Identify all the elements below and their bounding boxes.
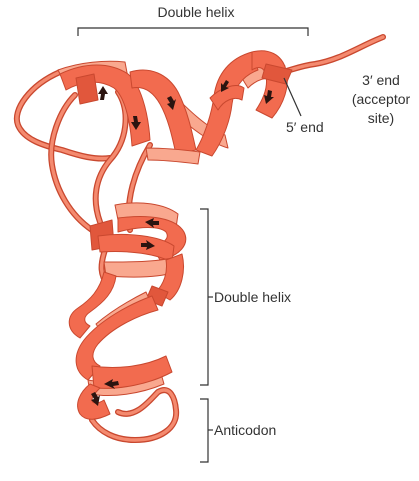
top-helix-annotation: Double helix (77, 4, 309, 36)
middle-helix-arrows (141, 218, 159, 250)
five-prime-annotation: 5′ end (283, 77, 324, 135)
five-prime-label: 5′ end (286, 119, 324, 135)
middle-helix-bracket (200, 208, 209, 386)
top-helix-arrows (98, 80, 274, 130)
top-helix-bracket (77, 27, 309, 36)
anticodon-stem-arrows (91, 379, 119, 406)
arrow-mark-5 (264, 90, 274, 104)
arrow-mark-8 (104, 379, 119, 389)
middle-helix-annotation: Double helix (200, 208, 291, 386)
arrow-mark-4 (221, 80, 229, 92)
arrow-mark-3 (167, 96, 176, 110)
three-prime-annotation: 3′ end (acceptor site) (352, 72, 411, 126)
five-prime-leader-line (283, 77, 302, 117)
arrow-mark-2 (131, 116, 141, 130)
anticodon-annotation: Anticodon (200, 398, 276, 463)
arrow-mark-7 (141, 240, 155, 250)
top-helix-ribbons (57, 50, 293, 165)
three-prime-label-line3: site) (368, 110, 394, 126)
arrow-mark-6 (145, 218, 159, 228)
single-strand-loops (13, 34, 386, 443)
top-helix-label: Double helix (157, 4, 234, 20)
middle-helix-label: Double helix (214, 289, 291, 305)
middle-helix-ribbons (89, 202, 187, 307)
arrow-mark-9 (91, 392, 100, 406)
anticodon-label: Anticodon (214, 422, 276, 438)
anticodon-bracket (200, 398, 209, 463)
three-prime-label-line2: (acceptor (352, 91, 411, 107)
three-prime-label-line1: 3′ end (362, 72, 400, 88)
arrow-mark-1 (98, 86, 108, 100)
